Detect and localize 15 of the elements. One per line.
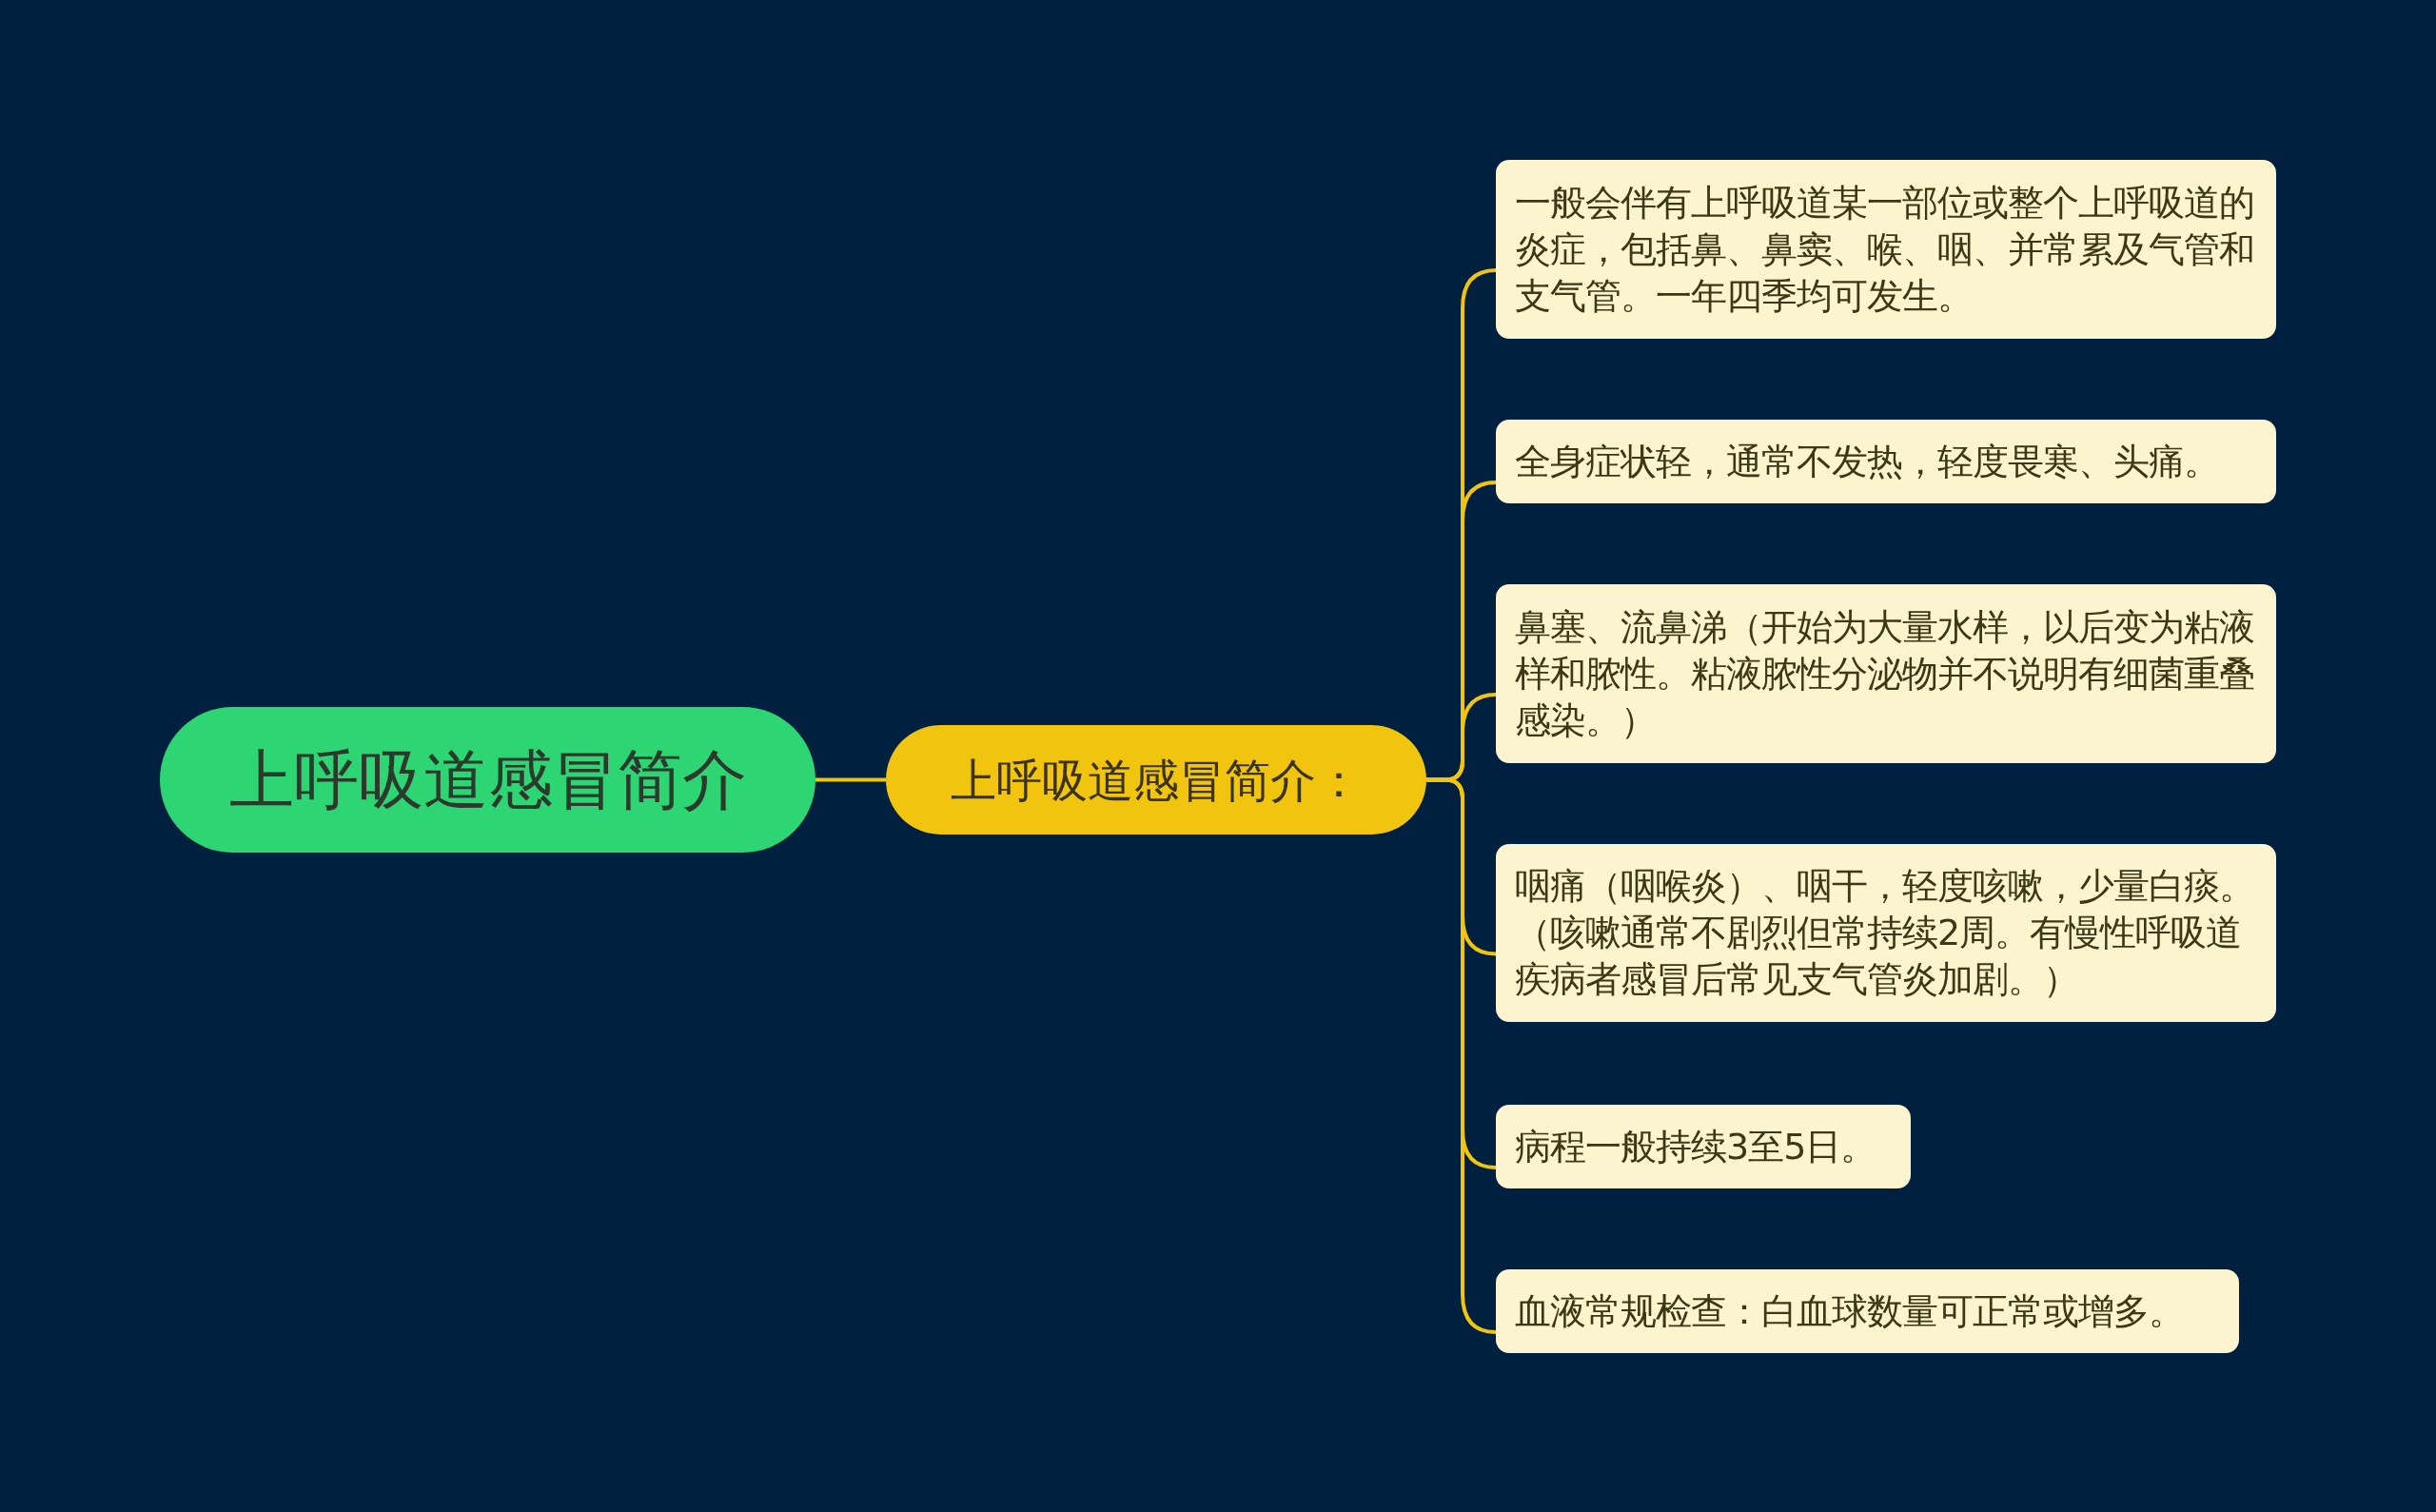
note-text: 鼻塞、流鼻涕（开始为大量水样，以后变为粘液样和脓性。粘液脓性分泌物并不说明有细菌重叠感染。）: [1515, 604, 2255, 743]
note-text: 咽痛（咽喉炎）、咽干，轻度咳嗽，少量白痰。（咳嗽通常不剧烈但常持续2周。有慢性呼吸道疾病者感冒后常见支气管炎加剧。）: [1515, 864, 2255, 1002]
topic-text: 上呼吸道感冒简介：: [951, 752, 1362, 809]
text-box: [1496, 844, 2276, 1022]
note-text: 病程一般持续3至5日。: [1515, 1124, 1876, 1169]
topic-text: 上呼吸道感冒简介: [228, 740, 747, 819]
text-box: [1496, 1105, 1911, 1188]
text-box: [1496, 420, 2276, 503]
note-text: 一般会伴有上呼吸道某一部位或整个上呼吸道的炎症，包括鼻、鼻窦、喉、咽、并常累及气管和支气管。一年四季均可发生。: [1515, 180, 2255, 319]
note-text: 血液常规检查：白血球数量可正常或增多。: [1515, 1288, 2184, 1334]
text-box: [1496, 1269, 2239, 1353]
note-text: 全身症状轻，通常不发热，轻度畏寒、头痛。: [1515, 439, 2219, 484]
connector-line: [815, 777, 886, 782]
text-box: [1496, 160, 2276, 339]
text-box: [1496, 584, 2276, 763]
